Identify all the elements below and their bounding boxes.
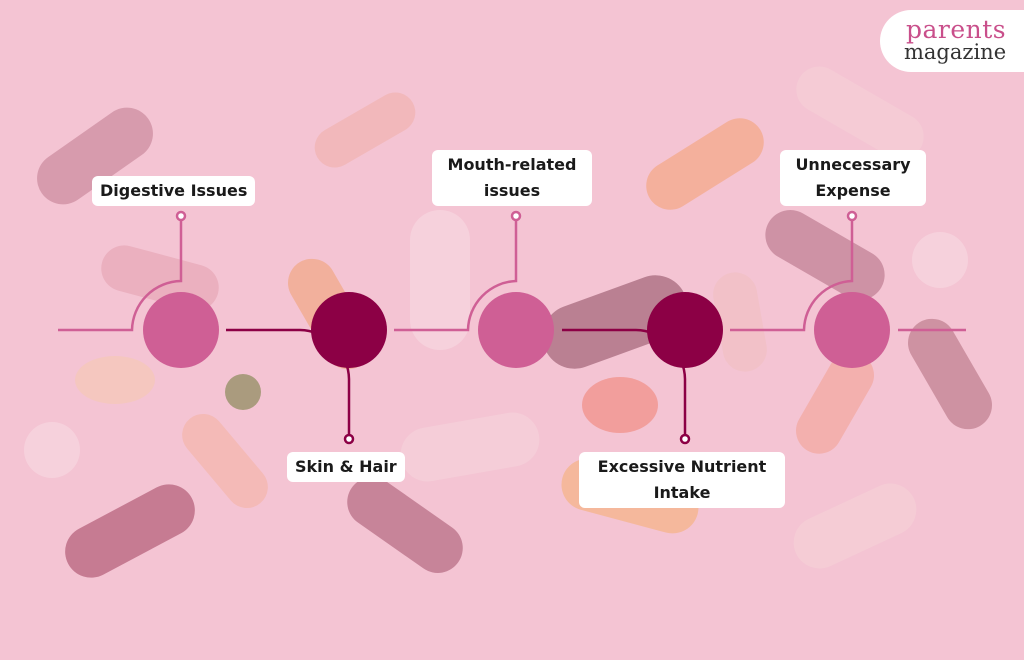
- node-circle-4: [647, 292, 723, 368]
- node-label-unnecessary-expense: Unnecessary Expense: [780, 150, 926, 206]
- connector-line-3: [394, 218, 518, 332]
- connector-dot-1: [175, 210, 187, 222]
- node-label-text: Unnecessary Expense: [795, 155, 911, 200]
- brand-name-line2: magazine: [904, 40, 1007, 64]
- connector-dot-2: [343, 433, 355, 445]
- node-label-text: Digestive Issues: [100, 181, 248, 200]
- connector-dot-5: [846, 210, 858, 222]
- node-label-mouth-related-issues: Mouth-related issues: [432, 150, 592, 206]
- node-circle-3: [478, 292, 554, 368]
- node-circle-1: [143, 292, 219, 368]
- node-label-text: Skin & Hair: [295, 457, 397, 476]
- brand-name-line1: parents: [906, 15, 1007, 44]
- connector-dot-3: [510, 210, 522, 222]
- brand-logo[interactable]: parents magazine: [880, 10, 1024, 72]
- connector-dot-4: [679, 433, 691, 445]
- node-label-text: Excessive Nutrient Intake: [597, 457, 767, 502]
- connector-line-5: [730, 218, 854, 332]
- node-label-text: Mouth-related issues: [447, 155, 577, 200]
- node-label-digestive-issues: Digestive Issues: [92, 176, 256, 206]
- node-circle-5: [814, 292, 890, 368]
- connector-line-1: [58, 218, 183, 332]
- node-circle-2: [311, 292, 387, 368]
- node-label-skin-hair: Skin & Hair: [287, 452, 405, 482]
- node-label-excessive-nutrient-intake: Excessive Nutrient Intake: [579, 452, 785, 508]
